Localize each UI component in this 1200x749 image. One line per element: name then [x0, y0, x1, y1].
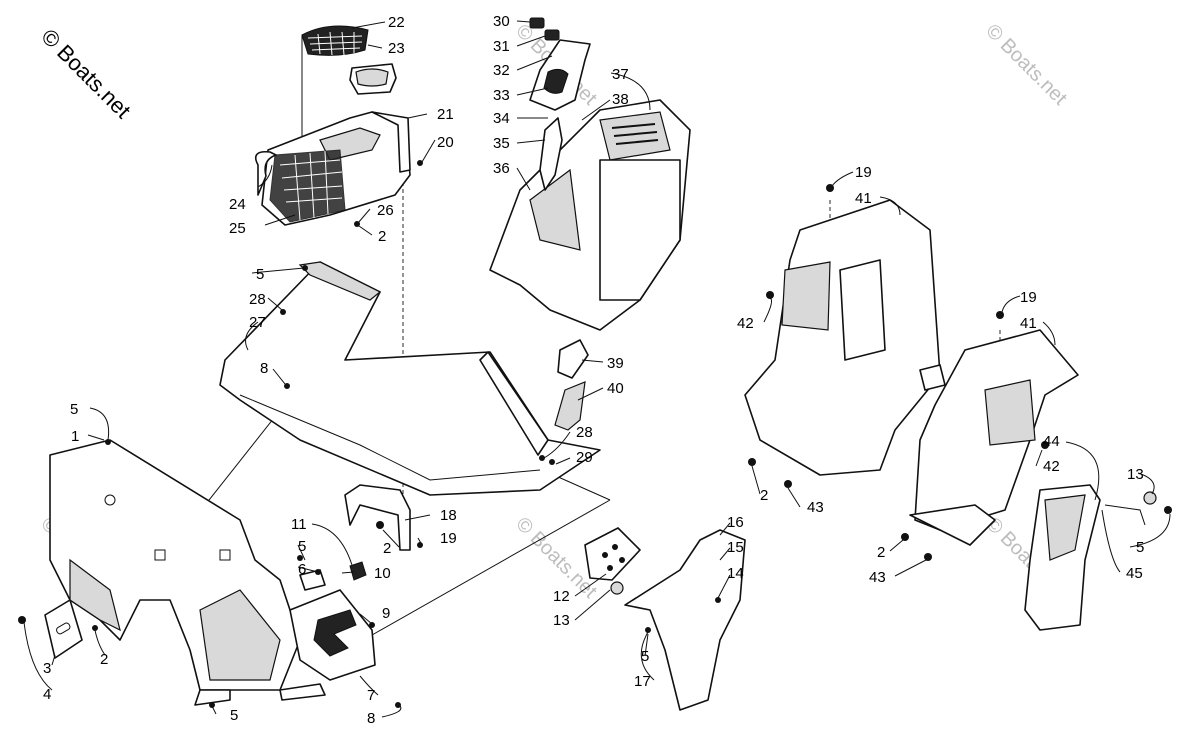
callout-13-right: 13 — [1127, 466, 1144, 483]
callout-1: 1 — [71, 428, 79, 445]
callout-21: 21 — [437, 106, 454, 123]
rear-storage-tray-part — [909, 329, 1079, 546]
small-bracket-part — [299, 561, 367, 591]
callout-41-upper: 41 — [855, 190, 872, 207]
callout-25: 25 — [229, 220, 246, 237]
rear-storage-box-part — [744, 199, 946, 476]
callout-17: 17 — [634, 673, 651, 690]
callout-29: 29 — [576, 449, 593, 466]
callout-2-rear-right: 2 — [877, 544, 885, 561]
callout-9: 9 — [382, 605, 390, 622]
callout-14: 14 — [727, 565, 744, 582]
corner-bracket-part — [584, 527, 641, 595]
storage-console-part — [254, 111, 411, 226]
front-panel-part — [49, 439, 326, 706]
callout-26: 26 — [377, 202, 394, 219]
callout-28-right: 28 — [576, 424, 593, 441]
callout-32: 32 — [493, 62, 510, 79]
callout-10: 10 — [374, 565, 391, 582]
seat-console-cover-part — [489, 99, 691, 331]
callout-16: 16 — [727, 514, 744, 531]
callout-8-bottom: 8 — [367, 710, 375, 727]
callout-35: 35 — [493, 135, 510, 152]
callout-24: 24 — [229, 196, 246, 213]
step-plate-part — [289, 589, 376, 681]
callout-34: 34 — [493, 110, 510, 127]
callout-5-right: 5 — [1136, 539, 1144, 556]
callout-numbers: 5 1 2 3 4 5 7 8 9 5 6 10 11 2 18 19 5 28… — [43, 13, 1144, 727]
callout-36: 36 — [493, 160, 510, 177]
callout-23: 23 — [388, 40, 405, 57]
watermark-faint-top-right: © Boats.net — [981, 20, 1071, 110]
cup-holder-part — [349, 63, 397, 95]
callout-3: 3 — [43, 660, 51, 677]
callout-2-left: 2 — [100, 651, 108, 668]
callout-43-lower: 43 — [869, 569, 886, 586]
callout-37: 37 — [612, 66, 629, 83]
leader-lines — [23, 20, 1171, 718]
callout-2-center: 2 — [383, 540, 391, 557]
side-trim-part — [1024, 484, 1157, 631]
floor-tray-part — [219, 261, 601, 496]
callout-41-lower: 41 — [1020, 315, 1037, 332]
callout-12: 12 — [553, 588, 570, 605]
access-panel-part — [44, 599, 83, 659]
callout-11: 11 — [291, 516, 307, 533]
callout-22: 22 — [388, 14, 405, 31]
callout-6: 6 — [298, 561, 306, 578]
callout-42-lower: 42 — [1043, 458, 1060, 475]
handle-clips-part — [529, 17, 591, 191]
callout-20: 20 — [437, 134, 454, 151]
callout-44: 44 — [1043, 433, 1060, 450]
callout-43-upper: 43 — [807, 499, 824, 516]
callout-38: 38 — [612, 91, 629, 108]
callout-45: 45 — [1126, 565, 1143, 582]
callout-28-left: 28 — [249, 291, 266, 308]
callout-33: 33 — [493, 87, 510, 104]
callout-5-mid: 5 — [298, 538, 306, 555]
mesh-cover-part — [301, 25, 369, 56]
callout-19-lower: 19 — [1020, 289, 1037, 306]
callout-30: 30 — [493, 13, 510, 30]
callout-5-bottom: 5 — [230, 707, 238, 724]
callout-18: 18 — [440, 507, 457, 524]
callout-40: 40 — [607, 380, 624, 397]
callout-19-center: 19 — [440, 530, 457, 547]
callout-15: 15 — [727, 539, 744, 556]
callout-27: 27 — [249, 314, 266, 331]
center-bracket-part — [344, 484, 411, 551]
callout-19-upper: 19 — [855, 164, 872, 181]
callout-39: 39 — [607, 355, 624, 372]
callout-13-center: 13 — [553, 612, 570, 629]
mud-flap-part — [624, 529, 746, 711]
callout-8-tray: 8 — [260, 360, 268, 377]
callout-42-upper: 42 — [737, 315, 754, 332]
callout-5-left-top: 5 — [70, 401, 78, 418]
callout-31: 31 — [493, 38, 510, 55]
watermark-main: © Boats.net — [36, 24, 135, 123]
callout-4: 4 — [43, 686, 51, 703]
bracket-strip-part — [554, 339, 589, 431]
callout-7: 7 — [367, 687, 375, 704]
callout-2-rear-left: 2 — [760, 487, 768, 504]
callout-5-flap: 5 — [641, 648, 649, 665]
callout-2-console: 2 — [378, 228, 386, 245]
callout-5-tray: 5 — [256, 266, 264, 283]
